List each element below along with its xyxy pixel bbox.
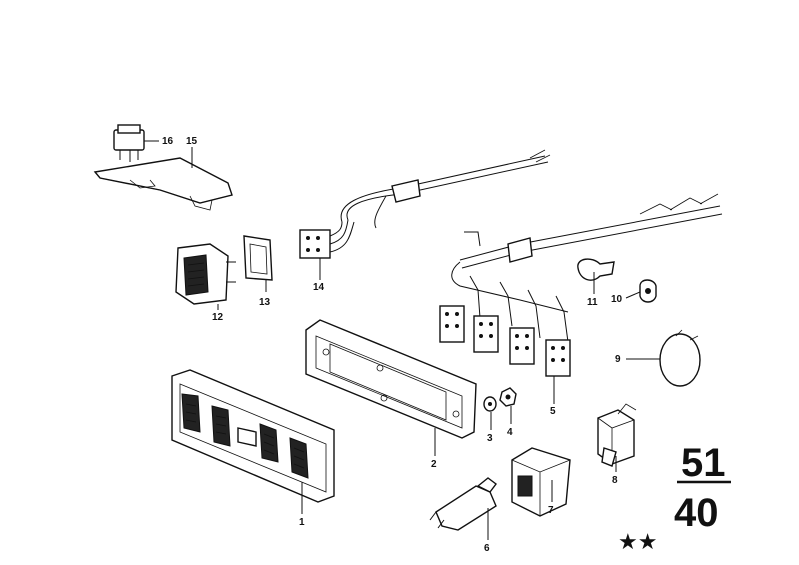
part-13-gasket (243, 235, 273, 281)
callout-6: 6 (484, 543, 490, 554)
group-number-bottom: 40 (674, 491, 719, 535)
part-5-harness (439, 193, 723, 377)
rating-stars: ★★ (618, 530, 657, 555)
callout-2: 2 (431, 459, 437, 470)
callout-5: 5 (550, 406, 556, 417)
part-6-toggle-switch (429, 477, 497, 531)
group-number-block: 51 40 (674, 441, 731, 535)
part-11-grommet (577, 258, 615, 281)
callout-12: 12 (212, 312, 224, 323)
part-2-frame (305, 319, 477, 439)
leader-lines (144, 140, 660, 540)
callout-11: 11 (587, 297, 598, 308)
callout-10: 10 (611, 294, 623, 305)
callout-14: 14 (313, 282, 325, 293)
part-12-switch (175, 243, 236, 305)
part-14-connector (299, 149, 551, 259)
callout-13: 13 (259, 297, 271, 308)
callout-3: 3 (487, 433, 493, 444)
part-4-nut (499, 387, 517, 407)
part-15-bracket (93, 157, 233, 211)
part-8-switch-module (597, 403, 637, 467)
callout-7: 7 (548, 505, 554, 516)
callout-4: 4 (507, 427, 513, 438)
callout-1: 1 (299, 517, 305, 528)
callout-16: 16 (162, 136, 174, 147)
part-3-washer (483, 396, 497, 412)
group-number-top: 51 (681, 441, 726, 485)
part-7-housing (511, 447, 571, 517)
part-1-switch-panel (171, 369, 335, 503)
part-9-cover (659, 329, 701, 387)
part-16-relay (113, 124, 145, 162)
callout-8: 8 (612, 475, 618, 486)
callout-9: 9 (615, 354, 621, 365)
part-10-clip (639, 279, 657, 303)
callout-15: 15 (186, 136, 198, 147)
